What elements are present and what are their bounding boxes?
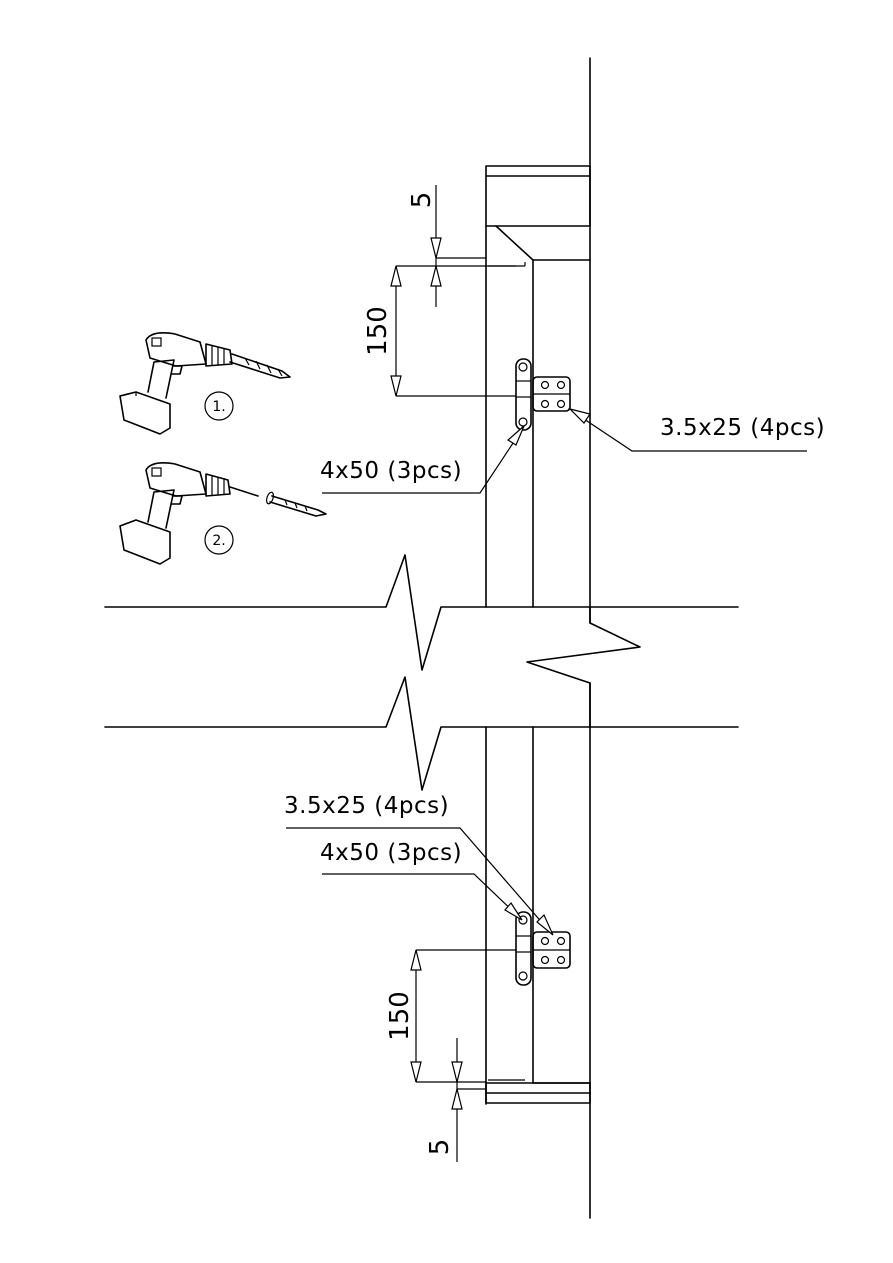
door-panel-bottom bbox=[485, 726, 591, 1105]
callout-top-small-screw: 3.5x25 (4pcs) bbox=[568, 407, 825, 452]
dimension-label-top-offset: 150 bbox=[363, 306, 393, 356]
hinge-bottom bbox=[515, 911, 571, 986]
dimension-label-top-gap: 5 bbox=[407, 192, 437, 209]
dimension-bottom-offset: 150 bbox=[385, 949, 516, 1083]
label-bottom-small-screw: 3.5x25 (4pcs) bbox=[284, 793, 449, 819]
cabinet-bottom-panel bbox=[485, 1082, 591, 1104]
drill-with-screw-icon bbox=[119, 462, 327, 565]
label-top-small-screw: 3.5x25 (4pcs) bbox=[660, 415, 825, 441]
door-panel-top bbox=[485, 225, 591, 608]
step-marker-1: 1. bbox=[204, 391, 234, 421]
drill-with-bit-icon bbox=[119, 332, 291, 435]
cabinet-top-panel bbox=[485, 165, 591, 227]
step-marker-2: 2. bbox=[204, 525, 234, 555]
break-line-section bbox=[104, 554, 739, 791]
dimension-label-bottom-offset: 150 bbox=[385, 991, 415, 1041]
hinge-top bbox=[515, 358, 571, 431]
label-bottom-large-screw: 4x50 (3pcs) bbox=[320, 840, 462, 866]
dimension-label-bottom-gap: 5 bbox=[425, 1139, 455, 1156]
callout-top-large-screw: 4x50 (3pcs) bbox=[320, 425, 525, 494]
dimension-top-offset: 150 bbox=[363, 265, 516, 397]
dimension-bottom-gap: 5 bbox=[425, 1038, 486, 1162]
callout-bottom-small-screw: 3.5x25 (4pcs) bbox=[284, 793, 554, 936]
label-top-large-screw: 4x50 (3pcs) bbox=[320, 458, 462, 484]
dimension-top-gap: 5 bbox=[407, 185, 486, 307]
step-label-1: 1. bbox=[212, 399, 225, 415]
step-label-2: 2. bbox=[212, 533, 225, 549]
callout-bottom-large-screw: 4x50 (3pcs) bbox=[320, 840, 523, 921]
